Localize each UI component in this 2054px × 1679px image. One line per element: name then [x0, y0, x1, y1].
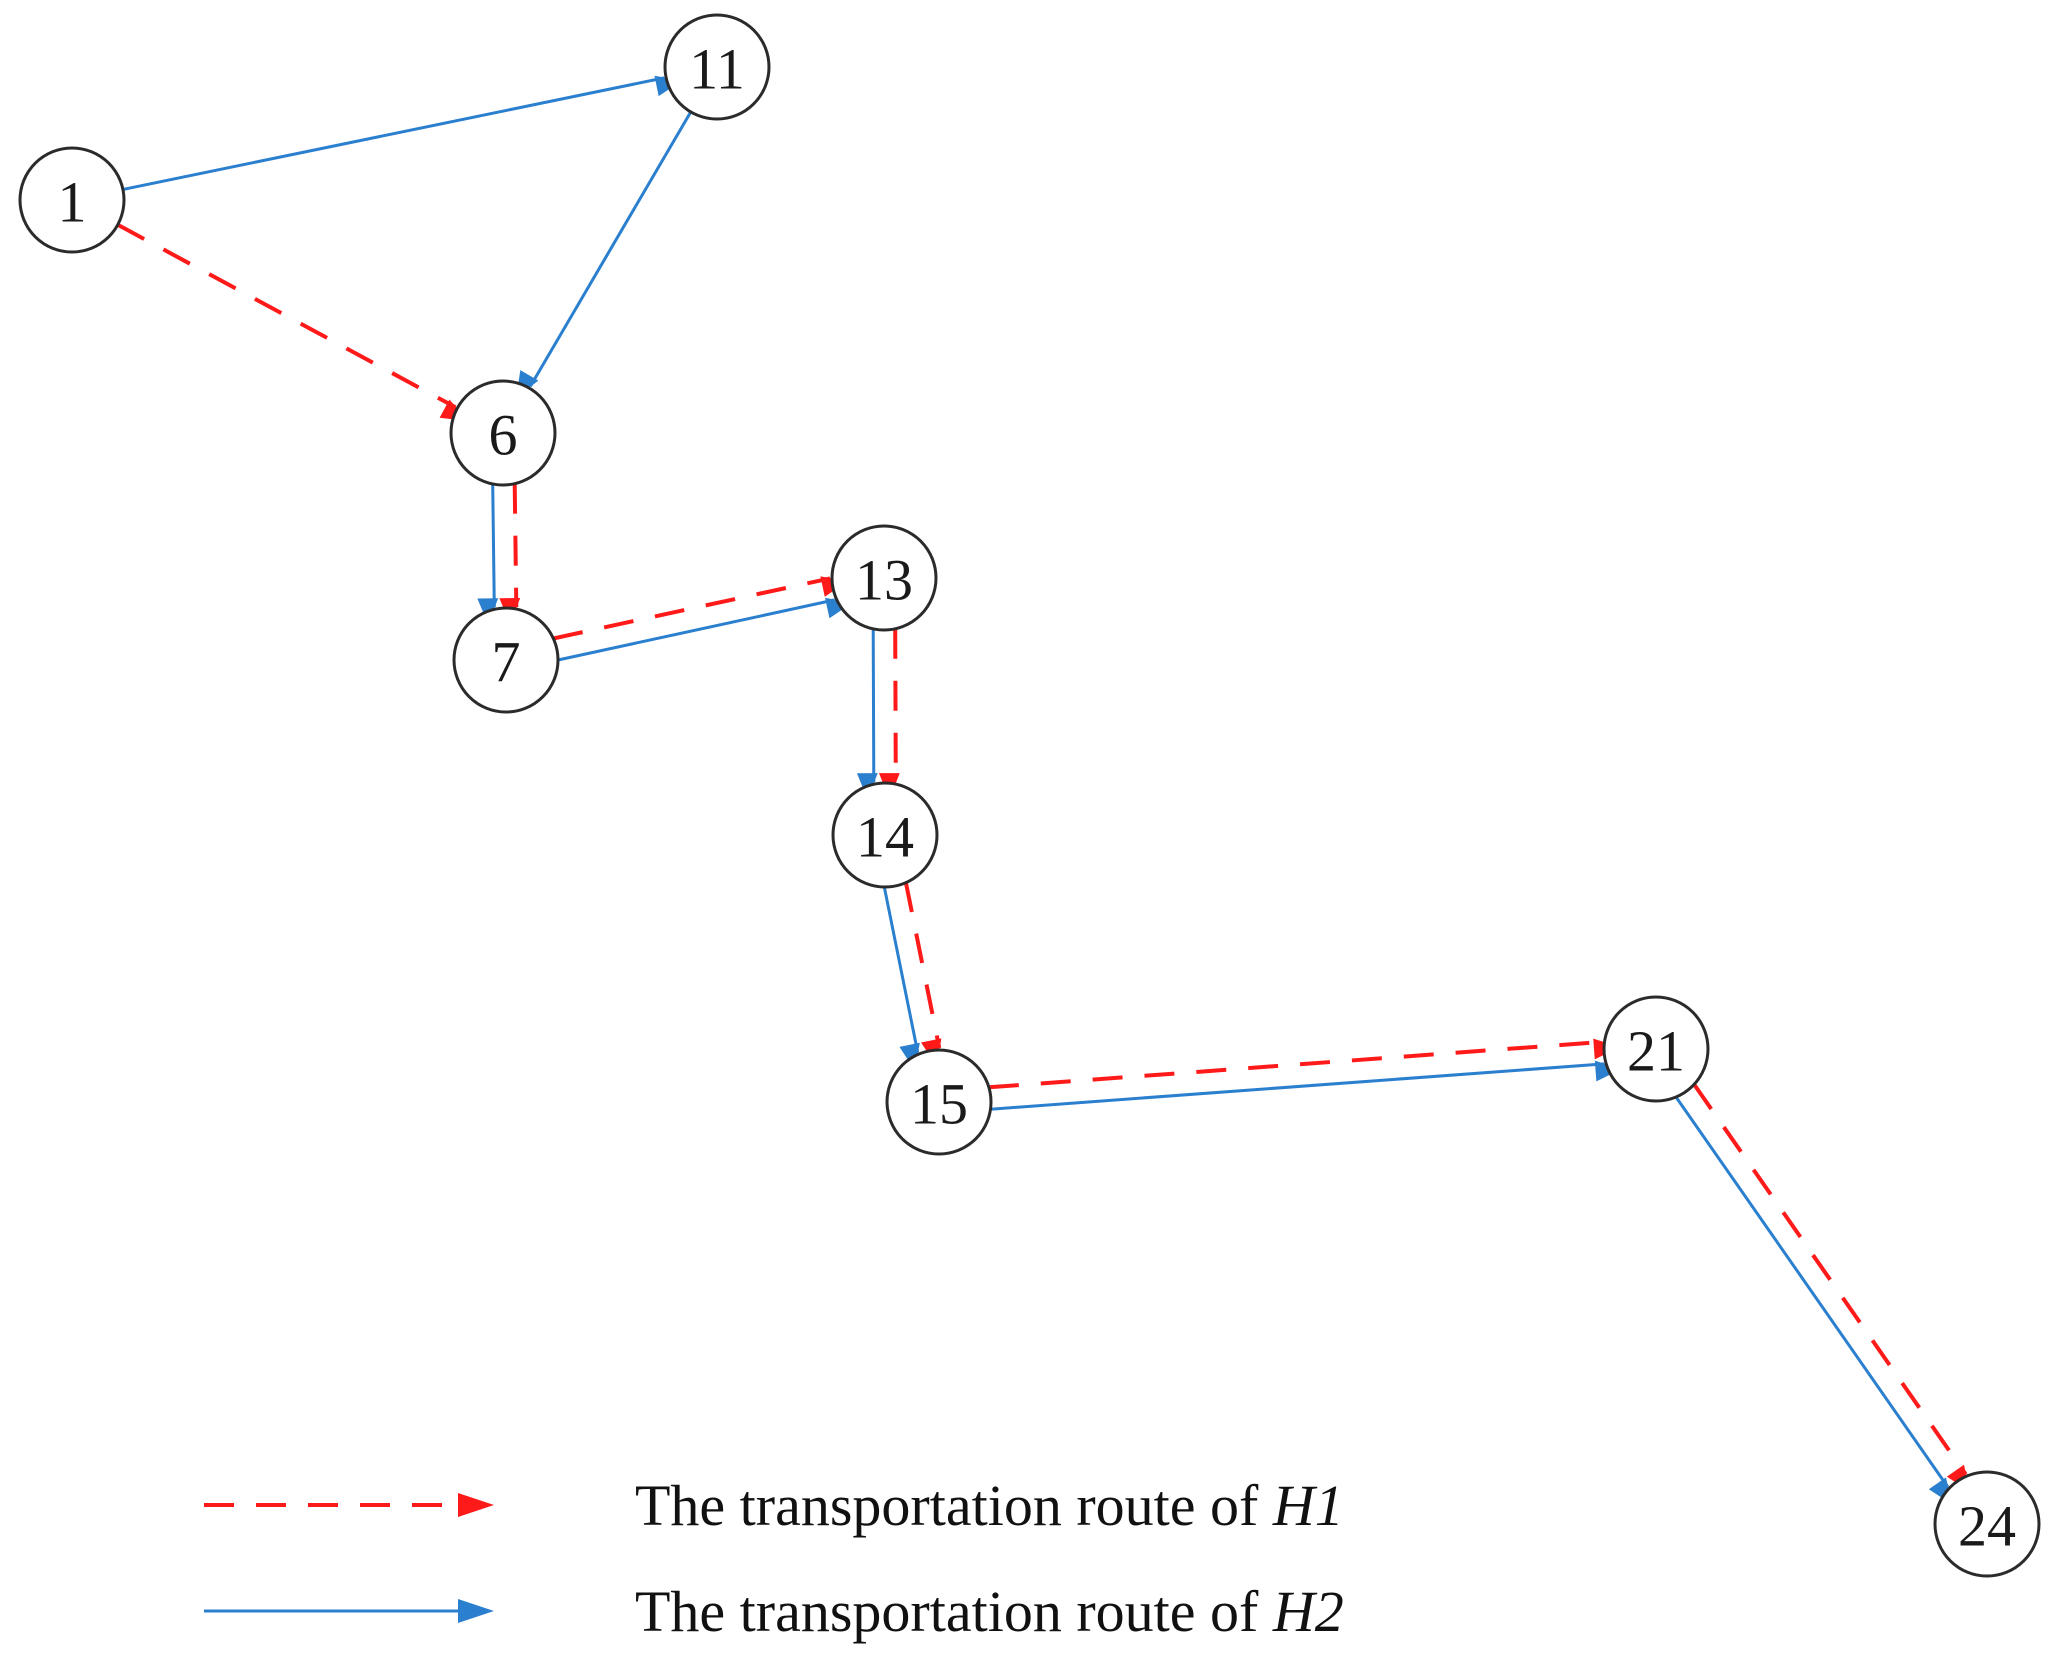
route-edges [116, 75, 1971, 1505]
edge-h2-7-to-13 [557, 597, 853, 662]
node-circle-6 [449, 379, 557, 487]
legend-h2-arrowhead [458, 1599, 494, 1623]
node-circle-7 [452, 606, 560, 714]
node-circle-11 [663, 13, 771, 121]
edge-h2-15-to-21 [990, 1060, 1622, 1111]
edge-h1-15-to-21 [988, 1038, 1620, 1090]
node-13: 13 [830, 524, 938, 632]
node-circle-24 [1933, 1470, 2041, 1578]
node-24: 24 [1933, 1470, 2041, 1578]
node-circle-21 [1602, 995, 1710, 1103]
node-circle-14 [831, 781, 939, 889]
node-label-6: 6 [489, 403, 518, 468]
node-14: 14 [831, 781, 939, 889]
edge-h1-1-to-6 [116, 222, 468, 422]
node-1: 1 [18, 146, 126, 254]
edge-h1-13-to-14 [878, 628, 900, 800]
node-11: 11 [663, 13, 771, 121]
edge-h2-11-to-6 [516, 111, 693, 398]
node-15: 15 [885, 1048, 993, 1156]
edge-h1-6-to-7 [499, 483, 521, 625]
edge-h2-1-to-11 [122, 75, 683, 191]
node-label-21: 21 [1627, 1019, 1685, 1084]
node-label-7: 7 [492, 630, 521, 695]
node-circle-1 [18, 146, 126, 254]
node-label-13: 13 [855, 548, 913, 613]
legend-h1-label: The transportation route of H1 [635, 1473, 1344, 1538]
edge-h1-14-to-15 [903, 882, 942, 1066]
edge-h2-21-to-24 [1674, 1096, 1953, 1505]
node-label-15: 15 [910, 1072, 968, 1137]
edge-h1-7-to-13 [552, 576, 848, 641]
legend: The transportation route of H1 The trans… [204, 1473, 1344, 1644]
node-21: 21 [1602, 995, 1710, 1103]
legend-h1-arrowhead [458, 1493, 494, 1517]
legend-h2-label: The transportation route of H2 [635, 1579, 1344, 1644]
node-circle-15 [885, 1048, 993, 1156]
node-label-14: 14 [856, 805, 914, 870]
edge-h1-21-to-24 [1692, 1083, 1971, 1493]
edge-h2-14-to-15 [882, 886, 920, 1071]
node-label-1: 1 [58, 170, 87, 235]
edge-h2-13-to-14 [856, 628, 878, 800]
node-6: 6 [449, 379, 557, 487]
node-label-24: 24 [1958, 1494, 2016, 1559]
node-7: 7 [452, 606, 560, 714]
edge-h2-6-to-7 [477, 483, 499, 625]
node-circle-13 [830, 524, 938, 632]
node-label-11: 11 [689, 37, 745, 102]
